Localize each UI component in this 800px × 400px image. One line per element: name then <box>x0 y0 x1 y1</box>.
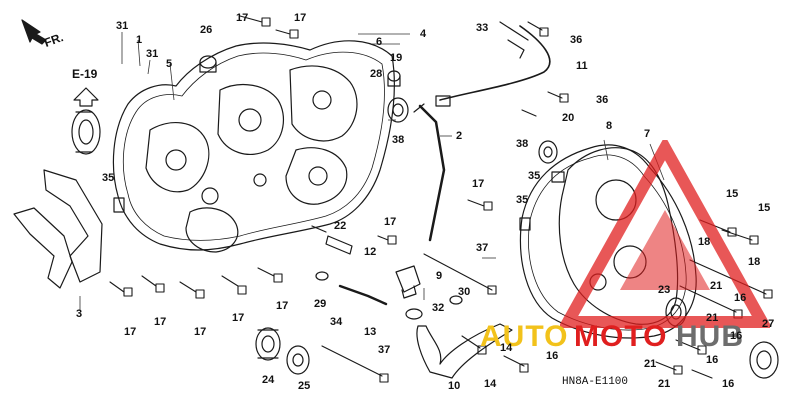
plug-26 <box>199 55 217 73</box>
callout-17[interactable]: 17 <box>232 312 245 324</box>
callout-38[interactable]: 38 <box>392 134 405 146</box>
callout-8[interactable]: 8 <box>606 120 613 132</box>
callout-17[interactable]: 17 <box>276 300 289 312</box>
callout-18[interactable]: 18 <box>698 236 711 248</box>
seal-27 <box>749 341 779 379</box>
callout-35[interactable]: 35 <box>516 194 529 206</box>
callout-30[interactable]: 30 <box>458 286 471 298</box>
plug-28 <box>387 70 401 87</box>
callout-16[interactable]: 16 <box>734 292 747 304</box>
callout-38[interactable]: 38 <box>516 138 529 150</box>
callout-16[interactable]: 16 <box>546 350 559 362</box>
callout-2[interactable]: 2 <box>456 130 463 142</box>
callout-15[interactable]: 15 <box>758 202 771 214</box>
watermark-part1: AUTO <box>480 320 569 353</box>
left-bracket <box>43 169 103 283</box>
callout-21[interactable]: 21 <box>706 312 719 324</box>
callout-14[interactable]: 14 <box>500 342 513 354</box>
callout-25[interactable]: 25 <box>298 380 311 392</box>
dowel-35-right-b <box>519 217 531 231</box>
callout-20[interactable]: 20 <box>562 112 575 124</box>
dowel-35-right-a <box>551 171 565 183</box>
callout-6[interactable]: 6 <box>376 36 383 48</box>
right-cover <box>558 147 679 325</box>
callout-5[interactable]: 5 <box>166 58 173 70</box>
filler-cap-9 <box>395 265 421 299</box>
oring-30 <box>449 295 463 305</box>
callout-31[interactable]: 31 <box>146 48 159 60</box>
crankcase-gasket <box>112 40 395 251</box>
callout-17[interactable]: 17 <box>294 12 307 24</box>
callout-17[interactable]: 17 <box>194 326 207 338</box>
bearing-left <box>71 109 101 155</box>
callout-37[interactable]: 37 <box>378 344 391 356</box>
seal-38-lower <box>538 140 558 164</box>
callout-21[interactable]: 21 <box>644 358 657 370</box>
callout-19[interactable]: 19 <box>390 52 403 64</box>
dowel-35-left <box>113 197 125 213</box>
pipe-2 <box>418 104 446 242</box>
sensor-cable-11 <box>439 25 551 101</box>
callout-9[interactable]: 9 <box>436 270 443 282</box>
callout-10[interactable]: 10 <box>448 380 461 392</box>
watermark-part3: HUB <box>676 320 744 353</box>
callout-32[interactable]: 32 <box>432 302 445 314</box>
callout-17[interactable]: 17 <box>154 316 167 328</box>
callout-17[interactable]: 17 <box>472 178 485 190</box>
callout-26[interactable]: 26 <box>200 24 213 36</box>
callout-16[interactable]: 16 <box>706 354 719 366</box>
bolts <box>109 15 773 383</box>
callout-35[interactable]: 35 <box>528 170 541 182</box>
callout-17[interactable]: 17 <box>384 216 397 228</box>
part-13 <box>338 284 388 306</box>
seal-38-upper <box>387 97 409 123</box>
callout-16[interactable]: 16 <box>730 330 743 342</box>
oring-32 <box>405 308 423 320</box>
sensor-22 <box>311 225 353 255</box>
reference-arrow-icon <box>73 87 99 107</box>
callout-7[interactable]: 7 <box>644 128 651 140</box>
callout-15[interactable]: 15 <box>726 188 739 200</box>
callout-17[interactable]: 17 <box>236 12 249 24</box>
callout-28[interactable]: 28 <box>370 68 383 80</box>
reference-label: E-19 <box>72 67 98 81</box>
watermark-part2: MOTO <box>574 320 668 353</box>
callout-24[interactable]: 24 <box>262 374 275 386</box>
callout-4[interactable]: 4 <box>420 28 427 40</box>
seal-25 <box>286 345 310 375</box>
callout-35[interactable]: 35 <box>102 172 115 184</box>
callout-1[interactable]: 1 <box>136 34 143 46</box>
bearing-24 <box>255 327 281 361</box>
callout-14[interactable]: 14 <box>484 378 497 390</box>
diagram-code: HN8A-E1100 <box>562 376 629 388</box>
callout-3[interactable]: 3 <box>76 308 83 320</box>
front-arrow-icon <box>21 19 47 45</box>
callout-12[interactable]: 12 <box>364 246 377 258</box>
callout-17[interactable]: 17 <box>124 326 137 338</box>
callout-21[interactable]: 21 <box>658 378 671 390</box>
watermark-triangle-icon <box>560 140 770 328</box>
callout-34[interactable]: 34 <box>330 316 343 328</box>
left-plate <box>13 207 73 289</box>
callout-18[interactable]: 18 <box>748 256 761 268</box>
oring-29 <box>315 271 329 281</box>
callout-31[interactable]: 31 <box>116 20 129 32</box>
strainer-10 <box>416 323 513 379</box>
callout-13[interactable]: 13 <box>364 326 377 338</box>
callout-27[interactable]: 27 <box>762 318 775 330</box>
callout-36[interactable]: 36 <box>570 34 583 46</box>
callout-11[interactable]: 11 <box>576 60 588 72</box>
callout-21[interactable]: 21 <box>710 280 723 292</box>
callout-29[interactable]: 29 <box>314 298 327 310</box>
callout-37[interactable]: 37 <box>476 242 489 254</box>
callout-22[interactable]: 22 <box>334 220 347 232</box>
callout-33[interactable]: 33 <box>476 22 489 34</box>
callout-23[interactable]: 23 <box>658 284 671 296</box>
callout-36[interactable]: 36 <box>596 94 609 106</box>
callout-16[interactable]: 16 <box>722 378 735 390</box>
